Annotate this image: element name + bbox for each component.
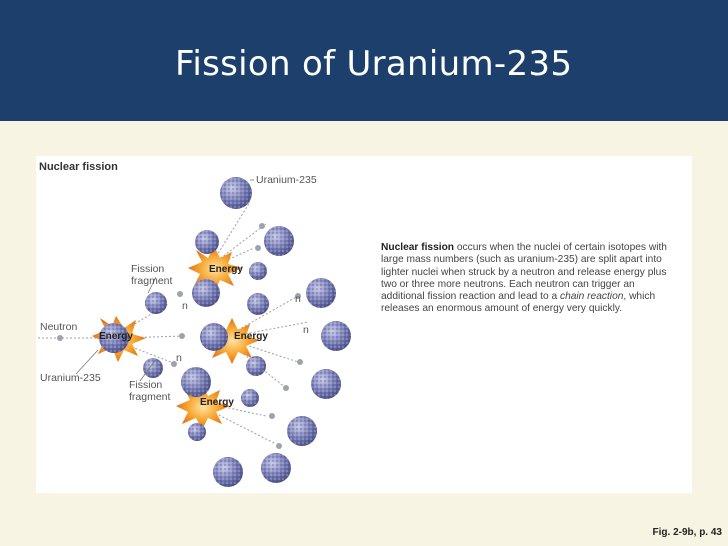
label-fission-fragment-bottom: Fission fragment: [129, 379, 171, 403]
nucleus: [213, 457, 243, 487]
nucleus: [287, 416, 317, 446]
nucleus: [143, 358, 163, 378]
nucleus: [188, 423, 206, 441]
label-n: n: [303, 324, 309, 336]
label-uranium-left: Uranium-235: [40, 372, 101, 384]
label-n: n: [182, 300, 188, 312]
nucleus: [145, 292, 167, 314]
nucleus: [264, 226, 294, 256]
label-fission-fragment-top: Fission fragment: [131, 263, 173, 287]
nucleus: [246, 356, 266, 376]
label-energy: Energy: [209, 264, 243, 275]
figure-panel: Nuclear fission: [36, 156, 692, 493]
description-text-end: , which releases an enormous amount of e…: [381, 291, 656, 315]
figure-reference: Fig. 2-9b, p. 43: [652, 527, 722, 538]
fission-description: Nuclear fission occurs when the nuclei o…: [381, 242, 681, 316]
label-n: n: [295, 293, 301, 305]
title-bar: Fission of Uranium-235: [0, 0, 728, 121]
description-text: occurs when the nuclei of certain isotop…: [381, 242, 667, 303]
nucleus: [247, 293, 269, 315]
label-pointers: [75, 179, 254, 382]
nucleus: [200, 323, 228, 351]
nuclei: [99, 177, 351, 487]
nucleus: [99, 323, 129, 353]
fission-diagram: [38, 177, 351, 487]
nucleus: [195, 230, 219, 254]
figure-heading: Nuclear fission: [39, 161, 118, 173]
label-n: n: [176, 352, 182, 364]
description-italic: chain reaction: [559, 291, 624, 303]
nucleus: [241, 389, 259, 407]
label-uranium-top: Uranium-235: [256, 174, 317, 186]
nucleus: [311, 369, 341, 399]
label-energy: Energy: [200, 397, 234, 408]
nucleus: [321, 321, 351, 351]
slide-title: Fission of Uranium-235: [175, 44, 573, 84]
description-term: Nuclear fission: [381, 242, 455, 253]
nucleus: [249, 262, 267, 280]
nucleus: [192, 279, 220, 307]
nucleus: [220, 177, 252, 209]
label-neutron: Neutron: [40, 321, 78, 333]
neutrons: [57, 191, 303, 449]
label-energy: Energy: [99, 331, 133, 342]
nucleus: [261, 453, 291, 483]
label-energy: Energy: [234, 331, 268, 342]
nucleus: [306, 278, 336, 308]
nucleus: [181, 367, 211, 397]
